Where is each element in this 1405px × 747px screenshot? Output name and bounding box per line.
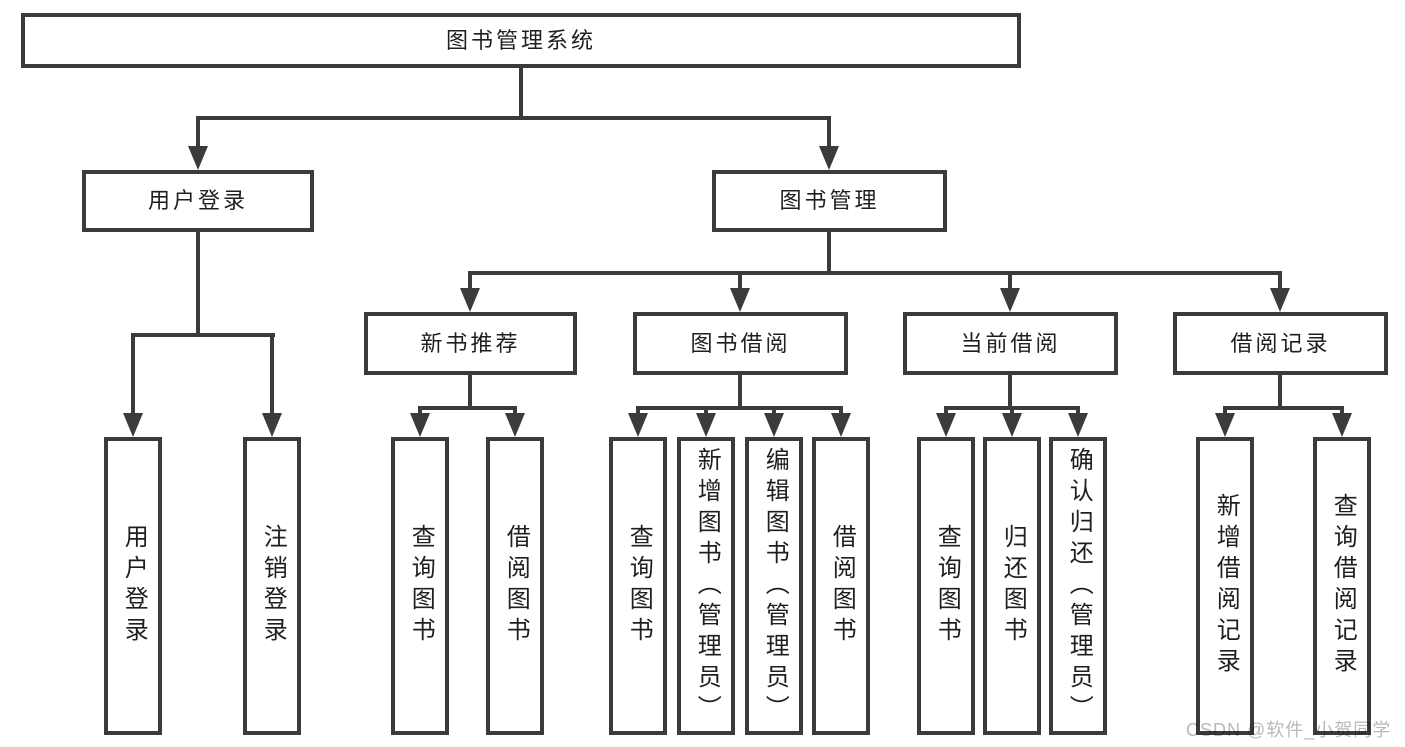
node-root: 图书管理系统	[21, 13, 1021, 68]
leaf-bb-edit-books-admin-label: 编辑图书（管理员）	[761, 446, 789, 726]
connector-br-stem	[1278, 375, 1282, 410]
connector-br-drop-1	[1223, 406, 1227, 417]
connector-cb-drop-3	[1076, 406, 1080, 417]
connector-bb-rail	[636, 406, 843, 410]
arrow-to-bb-edit-books	[764, 413, 784, 437]
node-borrowing-records-label: 借阅记录	[1230, 330, 1331, 356]
connector-login-stem	[196, 232, 200, 337]
leaf-user-login: 用户登录	[104, 437, 162, 735]
node-borrowing-records: 借阅记录	[1173, 312, 1388, 375]
arrow-to-bb-query-books	[628, 413, 648, 437]
leaf-bb-add-books-admin: 新增图书（管理员）	[677, 437, 735, 735]
arrow-to-nb-query-books	[410, 413, 430, 437]
connector-bb-drop-4	[839, 406, 843, 417]
connector-root-drop-right	[827, 116, 831, 152]
leaf-br-add-record: 新增借阅记录	[1196, 437, 1254, 735]
leaf-bb-add-books-admin-label: 新增图书（管理员）	[693, 446, 721, 726]
leaf-nb-borrow-books-label: 借阅图书	[502, 524, 530, 648]
connector-cb-drop-1	[944, 406, 948, 417]
leaf-bb-edit-books-admin: 编辑图书（管理员）	[745, 437, 803, 735]
leaf-cb-return-books: 归还图书	[983, 437, 1041, 735]
connector-login-rail	[131, 333, 275, 337]
connector-nb-rail	[418, 406, 517, 410]
leaf-bb-query-books-label: 查询图书	[625, 524, 653, 648]
node-book-management-label: 图书管理	[779, 188, 880, 213]
arrow-to-leaf-user-login	[123, 413, 143, 437]
connector-cb-drop-2	[1010, 406, 1014, 417]
node-new-book-recommend-label: 新书推荐	[420, 330, 521, 356]
connector-mgmt-drop-1	[468, 271, 472, 292]
arrow-to-bb-borrow-books	[831, 413, 851, 437]
connector-nb-stem	[468, 375, 472, 410]
connector-root-stem	[519, 68, 523, 120]
arrow-to-cb-return-books	[1002, 413, 1022, 437]
connector-bb-drop-2	[704, 406, 708, 417]
connector-cb-stem	[1008, 375, 1012, 410]
connector-bb-stem	[738, 375, 742, 410]
leaf-nb-borrow-books: 借阅图书	[486, 437, 544, 735]
arrow-to-new-book-recommend	[460, 288, 480, 312]
connector-bb-drop-3	[772, 406, 776, 417]
connector-mgmt-drop-2	[738, 271, 742, 292]
leaf-cb-confirm-return-admin: 确认归还（管理员）	[1049, 437, 1107, 735]
arrow-to-book-borrowing	[730, 288, 750, 312]
arrow-to-book-management	[819, 146, 839, 170]
leaf-nb-query-books: 查询图书	[391, 437, 449, 735]
arrow-to-borrowing-records	[1270, 288, 1290, 312]
leaf-cb-return-books-label: 归还图书	[999, 524, 1027, 648]
leaf-br-add-record-label: 新增借阅记录	[1212, 493, 1240, 679]
connector-mgmt-drop-4	[1278, 271, 1282, 292]
connector-root-drop-left	[196, 116, 200, 152]
node-user-login: 用户登录	[82, 170, 314, 232]
connector-bb-drop-1	[636, 406, 640, 417]
arrow-to-leaf-logout-login	[262, 413, 282, 437]
leaf-bb-borrow-books-label: 借阅图书	[828, 524, 856, 648]
connector-mgmt-stem	[827, 232, 831, 275]
connector-nb-drop-2	[513, 406, 517, 417]
node-new-book-recommend: 新书推荐	[364, 312, 577, 375]
arrow-to-br-query-record	[1332, 413, 1352, 437]
leaf-logout-login-label: 注销登录	[259, 524, 287, 648]
leaf-bb-borrow-books: 借阅图书	[812, 437, 870, 735]
leaf-br-query-record: 查询借阅记录	[1313, 437, 1371, 735]
connector-root-rail	[196, 116, 831, 120]
leaf-br-query-record-label: 查询借阅记录	[1329, 493, 1357, 679]
arrow-to-cb-confirm-return	[1068, 413, 1088, 437]
node-current-borrowing: 当前借阅	[903, 312, 1118, 375]
node-book-management: 图书管理	[712, 170, 947, 232]
arrow-to-current-borrowing	[1000, 288, 1020, 312]
arrow-to-user-login	[188, 146, 208, 170]
csdn-watermark: CSDN @软件_小贺同学	[1186, 720, 1392, 740]
node-user-login-label: 用户登录	[147, 188, 248, 213]
connector-login-drop-2	[270, 333, 274, 417]
leaf-cb-confirm-return-admin-label: 确认归还（管理员）	[1065, 446, 1093, 726]
leaf-cb-query-books-label: 查询图书	[933, 524, 961, 648]
leaf-bb-query-books: 查询图书	[609, 437, 667, 735]
connector-mgmt-drop-3	[1008, 271, 1012, 292]
leaf-nb-query-books-label: 查询图书	[407, 524, 435, 648]
leaf-logout-login: 注销登录	[243, 437, 301, 735]
leaf-user-login-label: 用户登录	[120, 524, 148, 648]
connector-br-rail	[1223, 406, 1344, 410]
arrow-to-nb-borrow-books	[505, 413, 525, 437]
arrow-to-cb-query-books	[936, 413, 956, 437]
node-book-borrowing-label: 图书借阅	[690, 330, 791, 356]
connector-br-drop-2	[1340, 406, 1344, 417]
connector-nb-drop-1	[418, 406, 422, 417]
node-current-borrowing-label: 当前借阅	[960, 330, 1061, 356]
arrow-to-bb-add-books	[696, 413, 716, 437]
node-book-borrowing: 图书借阅	[633, 312, 848, 375]
arrow-to-br-add-record	[1215, 413, 1235, 437]
connector-mgmt-rail	[468, 271, 1282, 275]
leaf-cb-query-books: 查询图书	[917, 437, 975, 735]
node-root-label: 图书管理系统	[445, 27, 596, 53]
connector-login-drop-1	[131, 333, 135, 417]
